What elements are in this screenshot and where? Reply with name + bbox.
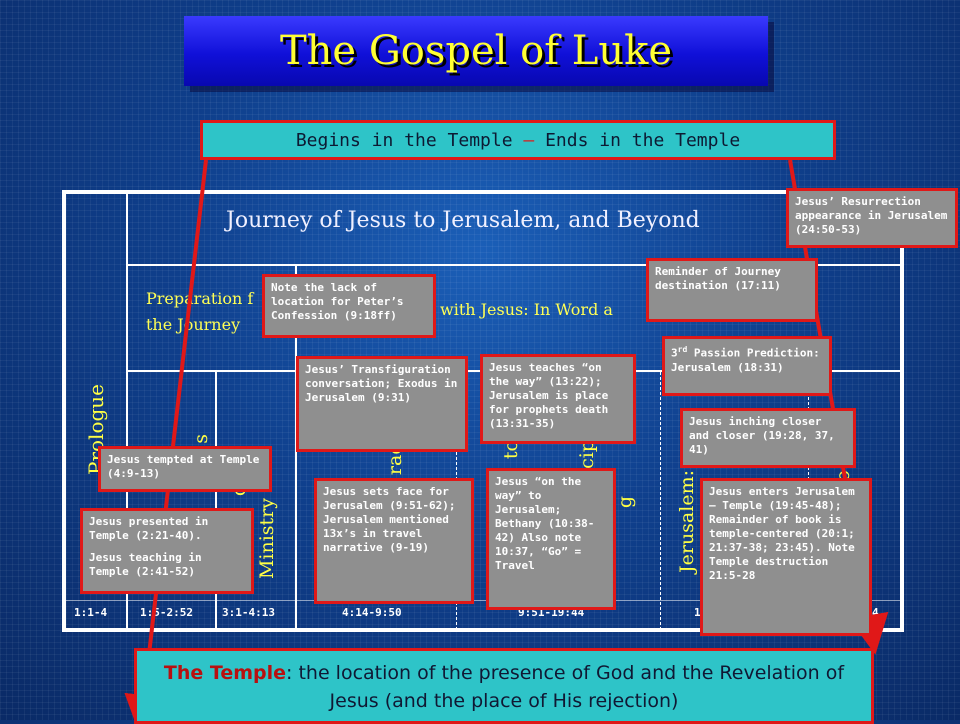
divider-prologue <box>126 192 128 630</box>
divider-col5 <box>660 372 661 630</box>
note-enters-temple: Jesus enters Jerusalem – Temple (19:45-4… <box>700 478 872 636</box>
note-peter-confession: Note the lack of location for Peter’s Co… <box>262 274 436 338</box>
bottom-banner-text: : the location of the presence of God an… <box>286 662 845 712</box>
top-banner: Begins in the Temple – Ends in the Templ… <box>200 120 836 160</box>
title-box: The Gospel of Luke <box>184 16 768 86</box>
note-tempted: Jesus tempted at Temple (4:9-13) <box>98 446 272 492</box>
luke-outline-table <box>62 190 904 632</box>
divider-journey-row <box>128 264 902 266</box>
note-passion-prediction: 3rd Passion Prediction: Jerusalem (18:31… <box>662 336 832 396</box>
note-inching-closer: Jesus inching closer and closer (19:28, … <box>680 408 856 468</box>
note-on-the-way-jerusalem: Jesus “on the way” to Jerusalem; Bethany… <box>486 468 616 610</box>
ref-galilee: 4:14-9:50 <box>342 606 402 619</box>
bottom-banner-bold: The Temple <box>163 662 287 684</box>
preparation-label: Preparation f the Journey <box>146 289 254 334</box>
top-banner-right: Ends in the Temple <box>545 129 741 151</box>
in-word-label: with Jesus: In Word a <box>440 300 613 319</box>
page-title: The Gospel of Luke <box>279 28 672 74</box>
ref-preparation: 3:1-4:13 <box>222 606 275 619</box>
note-resurrection: Jesus’ Resurrection appearance in Jerusa… <box>786 188 958 248</box>
ref-prologue: 1:1-4 <box>74 606 108 619</box>
divider-refs <box>66 600 902 601</box>
note-transfiguration: Jesus’ Transfiguration conversation; Exo… <box>296 356 468 452</box>
divider-col2 <box>215 372 217 630</box>
bottom-banner: The Temple: the location of the presence… <box>134 648 874 724</box>
ref-jerusalem: 1 <box>694 606 701 619</box>
arrow-begins-temple <box>124 159 208 720</box>
note-presented-temple: Jesus presented in Temple (2:21-40). Jes… <box>80 508 254 594</box>
top-banner-dash: – <box>523 129 535 151</box>
journey-title: Journey of Jesus to Jerusalem, and Beyon… <box>226 208 700 233</box>
note-teaches-on-the-way: Jesus teaches “on the way” (13:22); Jeru… <box>480 354 636 444</box>
note-reminder: Reminder of Journey destination (17:11) <box>646 258 818 322</box>
top-banner-left: Begins in the Temple <box>295 129 513 151</box>
note-sets-face: Jesus sets face for Jerusalem (9:51-62);… <box>314 478 474 604</box>
